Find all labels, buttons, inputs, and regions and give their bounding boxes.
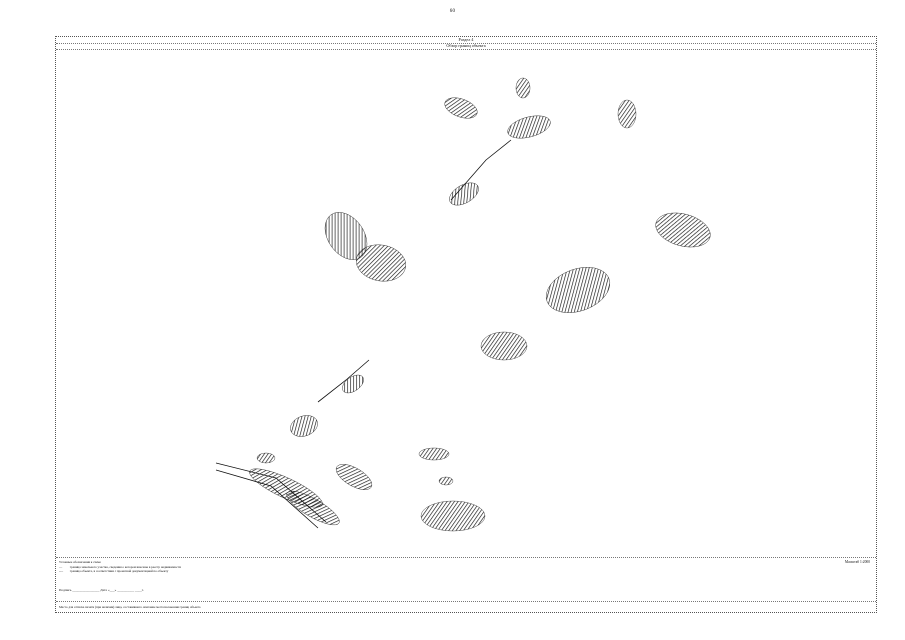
hatched-parcel — [449, 182, 479, 206]
divider — [56, 601, 876, 602]
hatched-parcel — [515, 77, 531, 99]
linear-object — [215, 469, 319, 529]
hatched-parcel — [290, 415, 318, 437]
hatched-parcel — [507, 115, 551, 139]
legend-title: Условные обозначения к схеме — [59, 560, 101, 564]
legend-item: ---- граница объекта, в соответствии с п… — [59, 569, 168, 573]
hatched-parcel — [420, 500, 486, 532]
scheme-title: Обзор границ объекта — [56, 43, 876, 50]
page-number: 60 — [449, 9, 456, 14]
hatched-parcel — [286, 490, 340, 526]
linear-object — [215, 462, 327, 523]
legend-item: — граница земельного участка, сведения о… — [59, 565, 181, 569]
hatched-parcel — [545, 267, 611, 313]
hatched-parcel — [256, 452, 276, 464]
stamp-footnote: Место для оттиска печати (при наличии) л… — [59, 605, 201, 609]
map-scale: Масштаб 1:2000 — [844, 560, 870, 564]
section-title: Раздел 4 — [56, 37, 876, 44]
parcel-clusters — [249, 77, 711, 532]
hatched-parcel — [355, 244, 407, 282]
linear-object — [317, 359, 370, 403]
signature-line: Подпись ________________ Дата «___» ____… — [59, 588, 144, 592]
legend-text: граница земельного участка, сведения о к… — [69, 565, 181, 569]
map-sheet: Раздел 4 Обзор границ объекта Условные о… — [55, 36, 877, 613]
linear-object — [450, 139, 512, 201]
legend-text: граница объекта, в соответствии с проект… — [69, 569, 169, 573]
legend-symbol: — — [59, 565, 63, 569]
legend: Условные обозначения к схеме — граница з… — [56, 557, 876, 580]
hatched-parcel — [342, 374, 364, 394]
hatched-parcel — [418, 447, 450, 461]
hatched-parcel — [617, 99, 637, 129]
hatched-parcel — [655, 212, 711, 248]
hatched-parcel — [444, 97, 478, 119]
boundary-scheme-map — [215, 77, 711, 532]
linear-objects — [215, 139, 512, 529]
legend-symbol: ---- — [59, 569, 64, 573]
hatched-parcel — [438, 476, 454, 486]
hatched-parcel — [335, 464, 373, 490]
hatched-parcel — [480, 331, 528, 361]
